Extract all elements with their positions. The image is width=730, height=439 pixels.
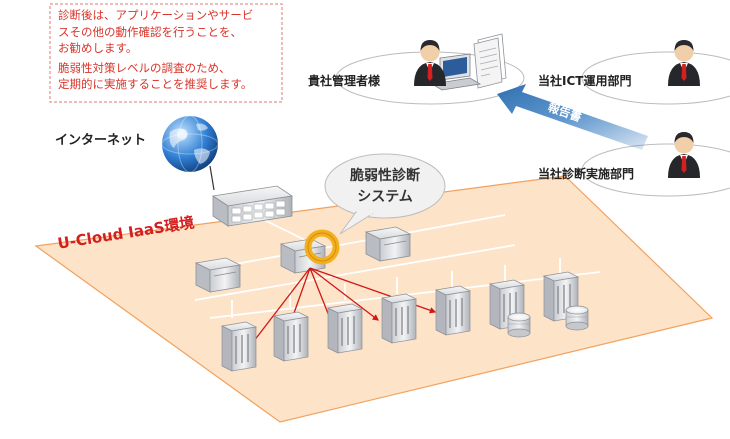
note-line: スその他の動作確認を行うことを、 [58, 24, 242, 39]
server-icon [364, 226, 412, 262]
note-line: 診断後は、アプリケーションやサービ [58, 8, 254, 22]
diag-dept-label: 当社診断実施部門 [538, 167, 635, 181]
system-bubble [324, 153, 446, 235]
ict-pad [581, 51, 730, 105]
person-icon [668, 40, 700, 86]
person-icon [668, 132, 700, 178]
tower-server-icon [220, 321, 258, 372]
tower-server-icon [380, 293, 418, 344]
document-icon [473, 33, 507, 89]
globe-icon [161, 115, 219, 173]
system-label-line2: システム [357, 189, 413, 205]
ict-dept-label: 当社ICT運用部門 [538, 74, 632, 88]
report-arrow [497, 84, 648, 150]
internet-label: インターネット [55, 133, 147, 148]
server-icon [279, 238, 327, 274]
note-box [49, 3, 283, 103]
tower-server-icon [272, 311, 310, 362]
target-ring [304, 229, 340, 265]
system-label-line1: 脆弱性診断 [350, 168, 420, 184]
tower-server-icon [434, 285, 472, 336]
diag-pad [581, 143, 730, 197]
server-towers [220, 271, 580, 372]
storage-icon [507, 312, 531, 338]
person-icon [414, 40, 446, 86]
note-line: 定期的に実施することを推奨します。 [58, 77, 253, 91]
server-icon [194, 257, 242, 293]
storage-icon [565, 305, 589, 331]
firewall-icon [211, 185, 294, 227]
tower-server-icon [326, 303, 364, 354]
note-line: 脆弱性対策レベルの調査のため、 [58, 60, 231, 75]
advisory-note: 診断後は、アプリケーションやサービ スその他の動作確認を行うことを、 お勧めしま… [58, 7, 253, 93]
note-line: お勧めします。 [58, 41, 138, 55]
globe-link [209, 165, 215, 191]
customer-admin-label: 貴社管理者様 [308, 74, 381, 88]
